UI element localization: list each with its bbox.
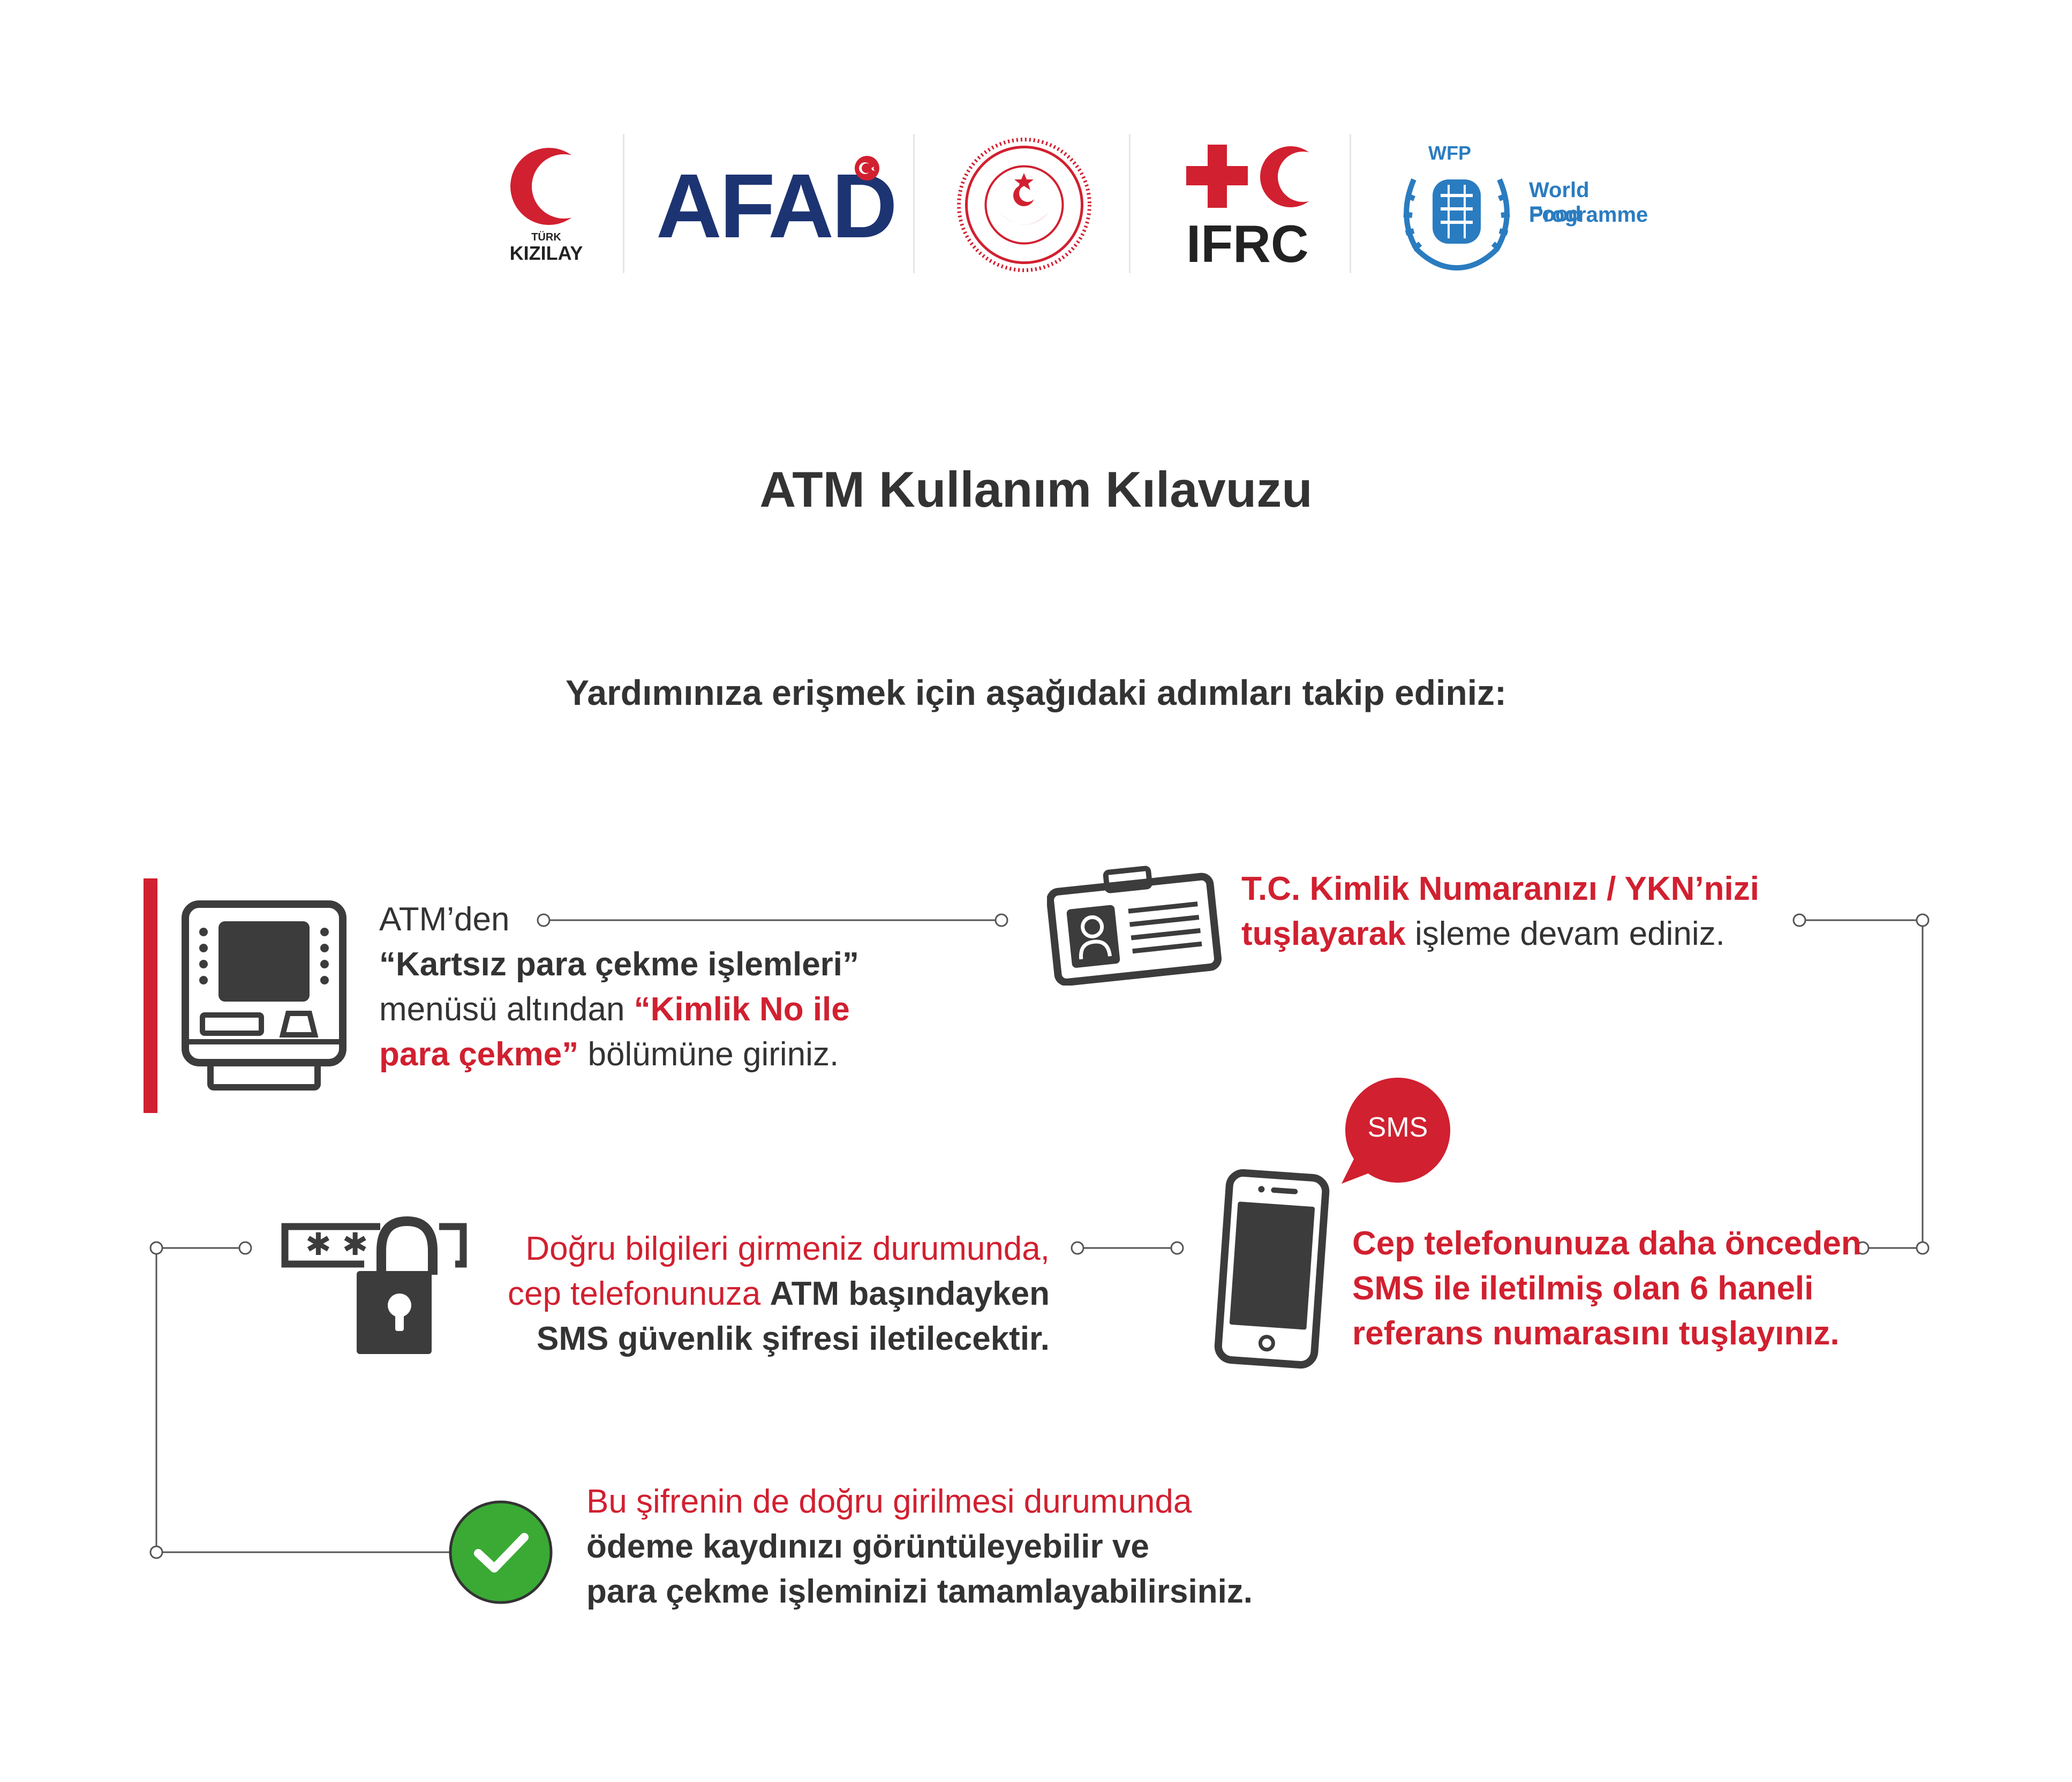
afad-wordmark: AFAD	[656, 155, 898, 257]
step-2-line-2: tuşlayarak işleme devam ediniz.	[1241, 912, 1759, 957]
step-5-text: Bu şifrenin de doğru girilmesi durumunda…	[586, 1479, 1253, 1614]
step-2-line-1: T.C. Kimlik Numaranızı / YKN’nizi	[1241, 870, 1759, 907]
turkish-flag-icon	[855, 156, 879, 181]
id-card-icon	[1047, 866, 1222, 986]
step-2-line-2a: tuşlayarak	[1241, 915, 1406, 952]
step-1-line-3a: menüsü altından	[379, 991, 634, 1028]
step-1-line-4a: para çekme”	[379, 1036, 579, 1073]
step-1-line-4b: bölümüne giriniz.	[578, 1036, 839, 1073]
connector-node	[1916, 1241, 1930, 1255]
step-3-line-1: Cep telefonunuza daha önceden	[1352, 1225, 1862, 1262]
step-5-line-1: Bu şifrenin de doğru girilmesi durumunda	[586, 1483, 1192, 1520]
ifrc-logo: IFRC	[1186, 145, 1320, 273]
step-1-line-3b: “Kimlik No ile	[634, 991, 850, 1028]
step-3-text: Cep telefonunuza daha önceden SMS ile il…	[1352, 1221, 1862, 1356]
wfp-logo: WFP World Food Programme	[1395, 142, 1648, 270]
ministry-seal-icon	[957, 138, 1091, 272]
connector-node	[149, 1241, 163, 1255]
ifrc-wordmark: IFRC	[1186, 214, 1309, 273]
password-lock-icon: ✱ ✱	[281, 1216, 467, 1354]
connector-node	[149, 1545, 163, 1559]
logo-divider	[623, 134, 624, 273]
connector-node	[1916, 913, 1930, 927]
step-1-line-1: ATM’den	[379, 901, 510, 938]
connector-node	[1856, 1241, 1870, 1255]
step-accent-bar	[144, 878, 157, 1113]
step-1-line-4: para çekme” bölümüne giriniz.	[379, 1032, 859, 1077]
step-5-line-2: ödeme kaydınızı görüntüleyebilir ve	[586, 1528, 1149, 1565]
kizilay-logo: TÜRK KIZILAY	[506, 145, 592, 268]
connector-node	[537, 913, 551, 927]
crescent-icon	[510, 148, 592, 225]
wfp-line2: Programme	[1529, 203, 1648, 227]
kizilay-line2: KIZILAY	[509, 242, 583, 264]
step-4-line-2a: cep telefonunuza	[507, 1275, 770, 1312]
atm-icon	[182, 900, 346, 1091]
page-title: ATM Kullanım Kılavuzu	[759, 461, 1313, 517]
connector-node	[994, 913, 1008, 927]
step-1-line-2: “Kartsız para çekme işlemleri”	[379, 946, 860, 983]
step-4-line-3: SMS güvenlik şifresi iletilecektir.	[537, 1320, 1050, 1357]
step-2-text: T.C. Kimlik Numaranızı / YKN’nizi tuşlay…	[1241, 867, 1759, 957]
step-1-text: ATM’den “Kartsız para çekme işlemleri” m…	[379, 897, 859, 1077]
svg-text:✱ ✱: ✱ ✱	[305, 1226, 368, 1262]
step-2-line-2b: işleme devam ediniz.	[1405, 915, 1725, 952]
connector-node	[1170, 1241, 1184, 1255]
step-4-line-2b: ATM başındayken	[770, 1275, 1050, 1312]
step-1-line-3: menüsü altından “Kimlik No ile	[379, 987, 859, 1032]
step-4-text: Doğru bilgileri girmeniz durumunda, cep …	[471, 1227, 1050, 1362]
logo-divider	[913, 134, 915, 273]
afad-logo: AFAD	[656, 156, 898, 252]
sms-badge-label: SMS	[1367, 1112, 1428, 1143]
step-4-line-1: Doğru bilgileri girmeniz durumunda,	[525, 1230, 1050, 1267]
ministry-seal-logo	[956, 137, 1092, 273]
wfp-emblem-icon	[1403, 178, 1510, 270]
step-4-line-2: cep telefonunuza ATM başındayken	[471, 1272, 1050, 1317]
wfp-abbr: WFP	[1428, 142, 1471, 164]
instructions-subtitle: Yardımınıza erişmek için aşağıdaki adıml…	[565, 673, 1507, 712]
kizilay-line1: TÜRK	[531, 231, 561, 243]
step-5-line-3: para çekme işleminizi tamamlayabilirsini…	[586, 1573, 1253, 1610]
connector-node	[1792, 913, 1806, 927]
logo-divider	[1129, 134, 1131, 273]
step-3-line-3: referans numarasını tuşlayınız.	[1352, 1315, 1840, 1352]
red-cross-crescent-icon	[1186, 145, 1320, 208]
connector-node	[1071, 1241, 1084, 1255]
wfp-line1: World Food	[1529, 178, 1589, 226]
connector-node	[238, 1241, 252, 1255]
phone-icon	[1214, 1169, 1330, 1369]
checkmark-icon	[449, 1500, 553, 1604]
logo-divider	[1350, 134, 1351, 273]
step-3-line-2: SMS ile iletilmiş olan 6 haneli	[1352, 1270, 1814, 1307]
sms-bubble-icon	[1342, 1078, 1450, 1184]
